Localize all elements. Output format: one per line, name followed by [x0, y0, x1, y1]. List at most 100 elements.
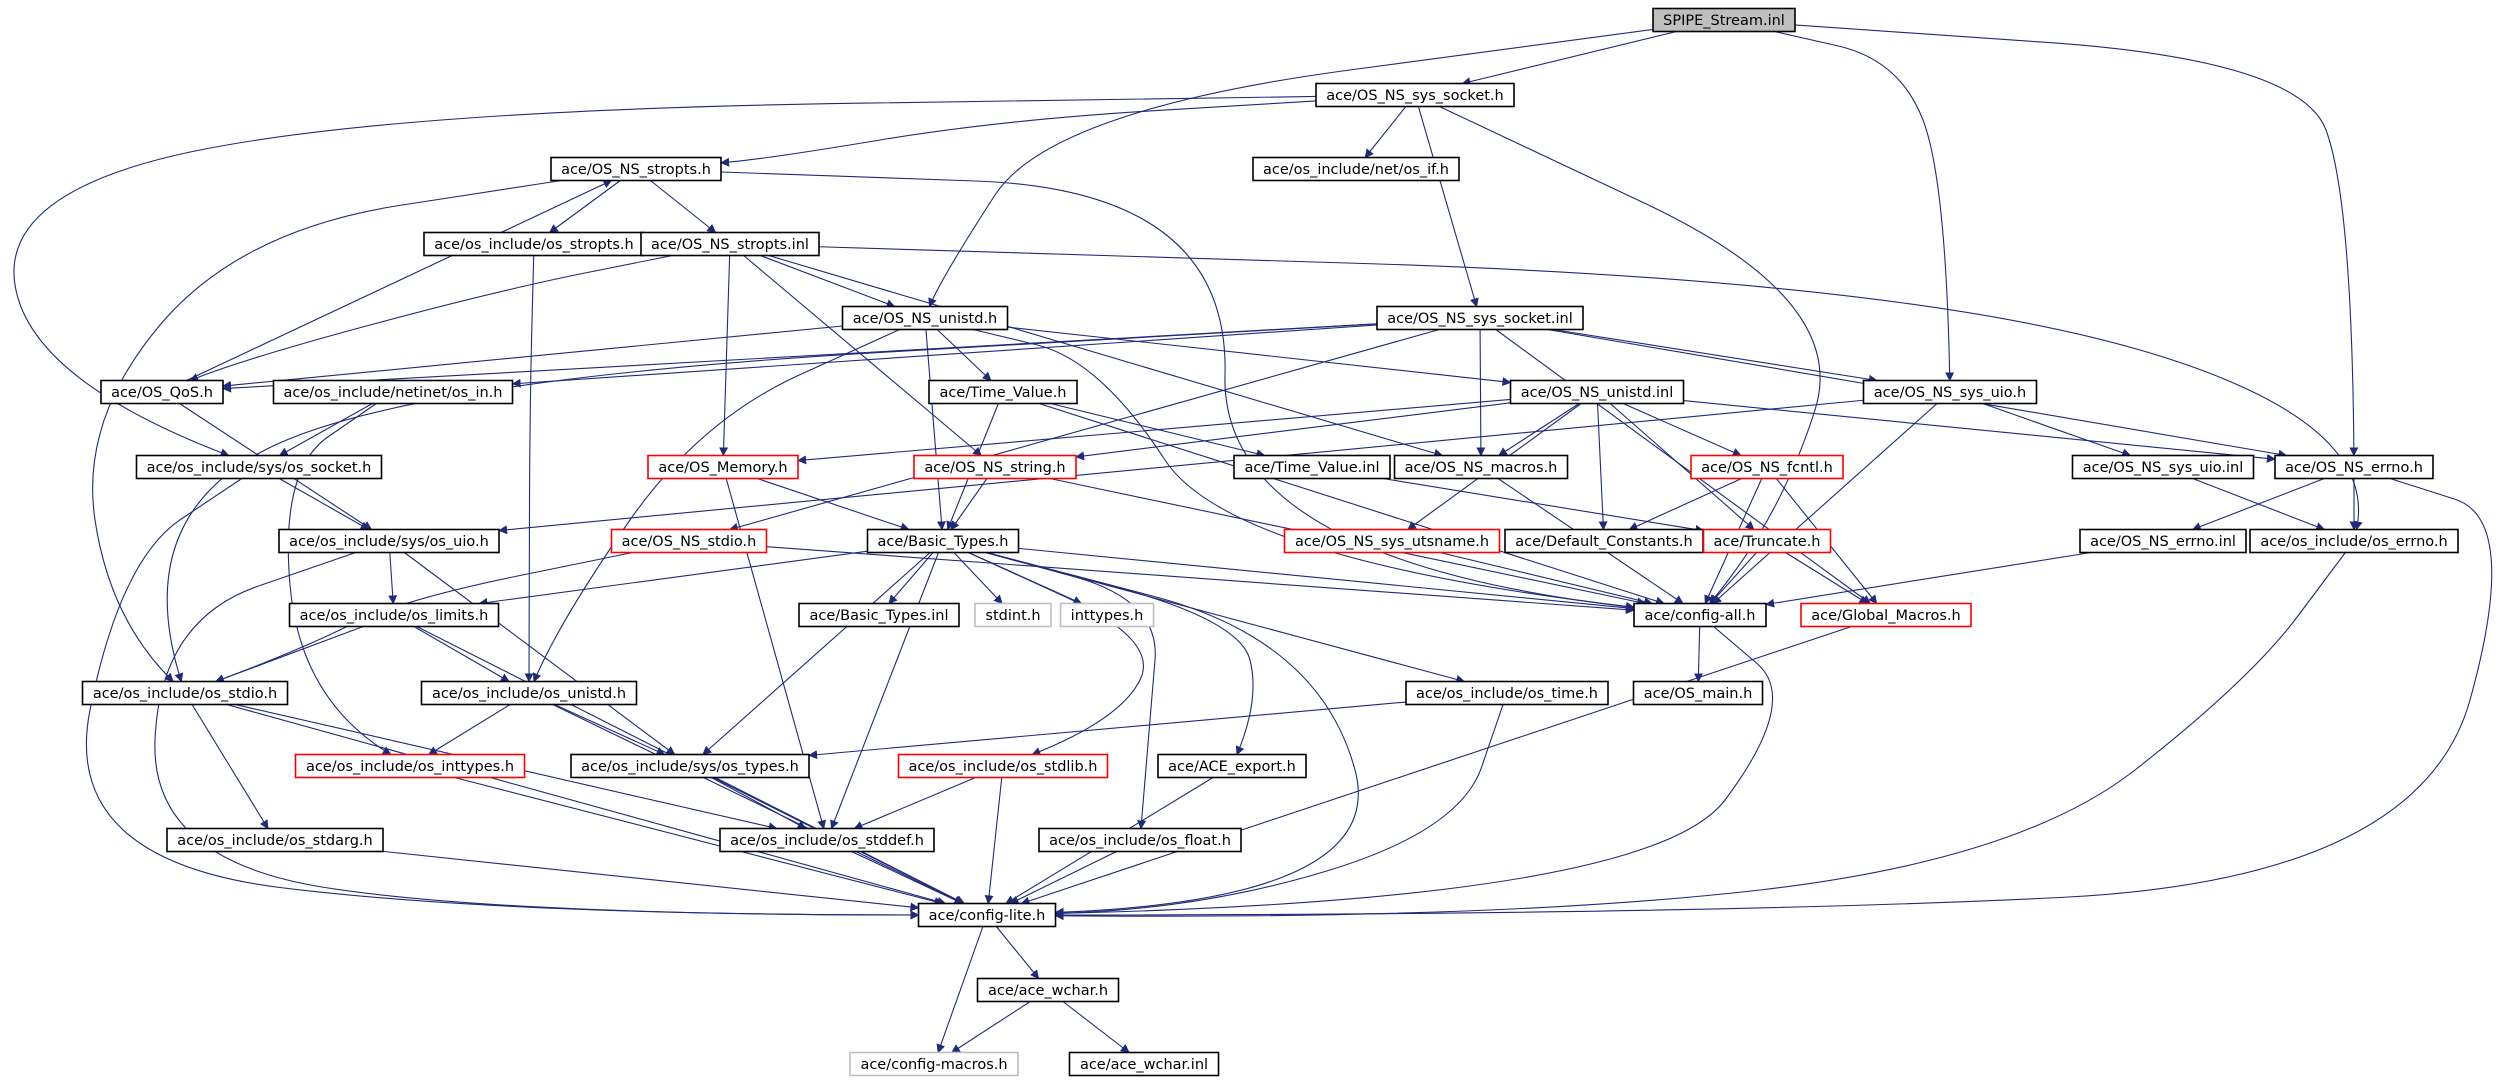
node-os-limits[interactable]: ace/os_include/os_limits.h	[288, 602, 500, 628]
node-os-stdio[interactable]: ace/os_include/os_stdio.h	[81, 680, 289, 706]
edge-ns_stropts_inl-to-os_memory	[719, 255, 731, 457]
node-label: ace/Basic_Types.inl	[809, 608, 948, 624]
node-label: ace/config-all.h	[1644, 608, 1755, 624]
node-os-main[interactable]: ace/OS_main.h	[1632, 680, 1764, 706]
node-ns-errno-h[interactable]: ace/OS_NS_errno.h	[2274, 454, 2434, 480]
node-os-stdlib[interactable]: ace/os_include/os_stdlib.h	[897, 753, 1109, 779]
edge-ns_unistd_inl-to-ns_macros	[1498, 403, 1580, 456]
file-nodes: SPIPE_Stream.inl ace/OS_NS_sys_socket.hac…	[81, 7, 2459, 1077]
node-ns-unistd-h[interactable]: ace/OS_NS_unistd.h	[841, 305, 1009, 331]
node-ns-macros[interactable]: ace/OS_NS_macros.h	[1393, 454, 1569, 480]
edge-os_errno-to-config_lite	[1054, 552, 2346, 921]
node-ace-wchar-inl[interactable]: ace/ace_wchar.inl	[1068, 1051, 1220, 1077]
node-config-lite[interactable]: ace/config-lite.h	[917, 902, 1057, 928]
node-time-value-h[interactable]: ace/Time_Value.h	[928, 379, 1078, 405]
node-os-errno[interactable]: ace/os_include/os_errno.h	[2249, 528, 2459, 554]
node-os-float[interactable]: ace/os_include/os_float.h	[1038, 827, 1242, 853]
node-os-stropts[interactable]: ace/os_include/os_stropts.h	[423, 231, 645, 257]
node-ns-stropts-h[interactable]: ace/OS_NS_stropts.h	[550, 156, 722, 182]
node-label: ace/OS_NS_stropts.inl	[651, 237, 809, 253]
node-global-macros[interactable]: ace/Global_Macros.h	[1800, 602, 1972, 628]
node-time-value-inl[interactable]: ace/Time_Value.inl	[1233, 454, 1391, 480]
node-box	[278, 528, 500, 554]
node-ns-unistd-inl[interactable]: ace/OS_NS_unistd.inl	[1509, 379, 1685, 405]
node-ace-wchar-h[interactable]: ace/ace_wchar.h	[976, 977, 1120, 1003]
node-config-all[interactable]: ace/config-all.h	[1633, 602, 1767, 628]
edge-ns_unistd_h-to-ns_unistd_inl	[1007, 326, 1512, 387]
node-label: ace/os_include/net/os_if.h	[1263, 162, 1449, 178]
node-label: ace/os_include/os_inttypes.h	[306, 759, 514, 775]
node-box	[913, 454, 1077, 480]
node-label: ace/os_include/sys/os_uio.h	[289, 534, 489, 550]
edge-os_memory-to-basic_types_h	[757, 477, 910, 532]
node-box	[1252, 156, 1460, 182]
edge-ns_unistd_h-to-os_qos	[222, 325, 843, 390]
node-sys-os-socket[interactable]: ace/os_include/sys/os_socket.h	[135, 454, 383, 480]
node-label: ace/os_include/os_stddef.h	[730, 833, 924, 849]
node-ns-sys-socket-h[interactable]: ace/OS_NS_sys_socket.h	[1315, 82, 1515, 108]
edge-os_qos-to-ns_stropts_h	[186, 179, 613, 381]
node-box	[866, 528, 1020, 554]
node-label: inttypes.h	[1071, 608, 1144, 624]
edge-root-to-ns_errno_h	[1794, 24, 2359, 457]
node-label: ace/OS_NS_unistd.inl	[1521, 385, 1674, 401]
node-ns-sys-uio-h[interactable]: ace/OS_NS_sys_uio.h	[1862, 379, 2038, 405]
edge-time_value_inl-to-truncate	[1382, 477, 1705, 534]
node-label: ace/OS_NS_macros.h	[1405, 460, 1558, 476]
node-root[interactable]: SPIPE_Stream.inl	[1652, 7, 1796, 33]
node-inttypes: inttypes.h	[1059, 602, 1155, 628]
edge-os_stdlib-to-config_lite	[984, 777, 1003, 905]
node-box	[166, 827, 384, 853]
node-label: ace/os_include/os_float.h	[1049, 833, 1231, 849]
node-box	[1283, 528, 1501, 554]
node-sys-os-types[interactable]: ace/os_include/sys/os_types.h	[570, 753, 810, 779]
node-box	[1068, 1051, 1220, 1077]
edge-sys_os_uio-to-sys_os_types	[404, 552, 676, 756]
node-os-unistd[interactable]: ace/os_include/os_unistd.h	[420, 680, 638, 706]
edge-os_stdarg-to-config_lite	[382, 850, 920, 912]
node-basic-types-inl[interactable]: ace/Basic_Types.inl	[798, 602, 960, 628]
edge-root-to-ns_sys_uio_h	[1774, 30, 1955, 382]
node-box	[640, 231, 820, 257]
node-label: ace/Global_Macros.h	[1811, 608, 1960, 624]
node-box	[81, 680, 289, 706]
edge-ns_fcntl-to-default_constants	[1628, 477, 1742, 531]
node-default-constants[interactable]: ace/Default_Constants.h	[1504, 528, 1704, 554]
node-os-time[interactable]: ace/os_include/os_time.h	[1405, 680, 1609, 706]
node-os-inttypes[interactable]: ace/os_include/os_inttypes.h	[294, 753, 526, 779]
node-ns-sys-socket-inl[interactable]: ace/OS_NS_sys_socket.inl	[1376, 305, 1584, 331]
node-ns-stropts-inl[interactable]: ace/OS_NS_stropts.inl	[640, 231, 820, 257]
node-box	[420, 680, 638, 706]
node-box	[841, 305, 1009, 331]
node-ns-errno-inl[interactable]: ace/OS_NS_errno.inl	[2079, 528, 2247, 554]
edge-basic_types_h-to-os_limits	[478, 550, 868, 607]
node-ns-sys-uio-inl[interactable]: ace/OS_NS_sys_uio.inl	[2071, 454, 2255, 480]
node-ns-string[interactable]: ace/OS_NS_string.h	[913, 454, 1077, 480]
node-sys-os-uio[interactable]: ace/os_include/sys/os_uio.h	[278, 528, 500, 554]
node-box	[1376, 305, 1584, 331]
node-truncate[interactable]: ace/Truncate.h	[1702, 528, 1832, 554]
edge-sys_os_uio-to-config_lite	[154, 551, 920, 920]
node-os-qos[interactable]: ace/OS_QoS.h	[100, 379, 224, 405]
node-os-stdarg[interactable]: ace/os_include/os_stdarg.h	[166, 827, 384, 853]
node-box	[1800, 602, 1972, 628]
node-ace-export[interactable]: ace/ACE_export.h	[1157, 753, 1307, 779]
node-netinet-os-in[interactable]: ace/os_include/netinet/os_in.h	[272, 379, 514, 405]
node-label: ace/os_include/sys/os_types.h	[581, 759, 799, 775]
node-label: ace/os_include/sys/os_socket.h	[147, 460, 372, 476]
edge-os_stdio-to-os_stdarg	[191, 704, 269, 830]
node-os-memory[interactable]: ace/OS_Memory.h	[647, 454, 799, 480]
node-label: ace/os_include/os_stdio.h	[93, 686, 277, 702]
edge-ns_sys_socket_inl-to-global_macros	[1495, 329, 1872, 605]
node-label: ace/OS_NS_stdio.h	[622, 534, 757, 550]
edge-ns_sys_socket_h-to-ns_sys_socket_inl	[1417, 106, 1479, 308]
edge-os_time-to-sys_os_types	[808, 701, 1407, 760]
node-ns-fcntl[interactable]: ace/OS_NS_fcntl.h	[1690, 454, 1844, 480]
node-os-stddef[interactable]: ace/os_include/os_stddef.h	[719, 827, 935, 853]
node-ns-stdio[interactable]: ace/OS_NS_stdio.h	[610, 528, 768, 554]
edge-truncate-to-config_all	[1709, 552, 1757, 605]
node-box	[570, 753, 810, 779]
node-net-os-if[interactable]: ace/os_include/net/os_if.h	[1252, 156, 1460, 182]
node-ns-utsname[interactable]: ace/OS_NS_sys_utsname.h	[1283, 528, 1501, 554]
node-basic-types-h[interactable]: ace/Basic_Types.h	[866, 528, 1020, 554]
